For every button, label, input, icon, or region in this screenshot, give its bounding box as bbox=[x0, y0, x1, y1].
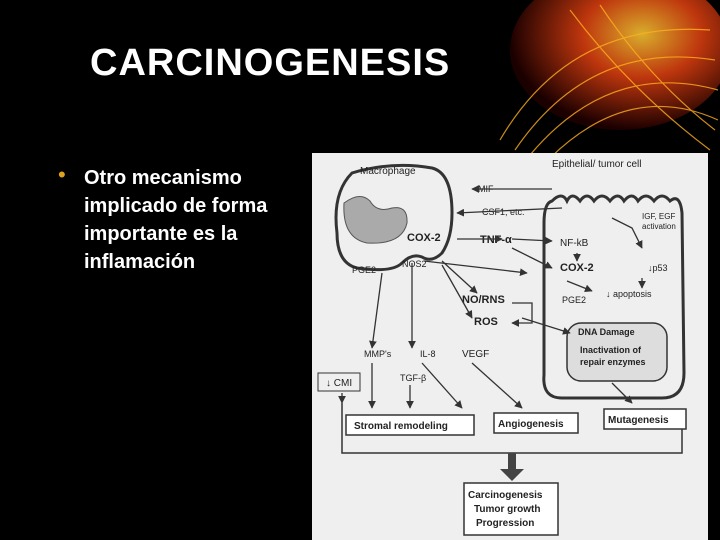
bullet-text: Otro mecanismo implicado de forma import… bbox=[84, 167, 268, 273]
label-carcinogenesis: Carcinogenesis bbox=[468, 490, 543, 501]
label-il8: IL-8 bbox=[420, 349, 436, 359]
label-angio: Angiogenesis bbox=[498, 419, 564, 430]
label-tumor-cell: Epithelial/ tumor cell bbox=[552, 159, 641, 170]
label-cox2-macrophage: COX-2 bbox=[407, 232, 441, 244]
bullet-icon: • bbox=[58, 162, 66, 187]
label-ros: ROS bbox=[474, 316, 498, 328]
label-igf: IGF, EGF bbox=[642, 212, 675, 221]
label-cmi: ↓ CMI bbox=[326, 378, 352, 389]
label-csf1: CSF1, etc. bbox=[482, 207, 525, 217]
label-vegf: VEGF bbox=[462, 349, 489, 360]
label-progression: Progression bbox=[476, 518, 534, 529]
label-tnf: TNF-α bbox=[480, 234, 512, 246]
label-tgfb: TGF-β bbox=[400, 373, 426, 383]
diagram-arrows bbox=[338, 185, 646, 409]
label-dna-damage: DNA Damage bbox=[578, 327, 635, 337]
slide-title: CARCINOGENESIS bbox=[90, 42, 451, 84]
angio-box bbox=[493, 412, 579, 434]
label-muta: Mutagenesis bbox=[608, 415, 669, 426]
label-inactivation: Inactivation of bbox=[580, 345, 642, 355]
label-p53: ↓p53 bbox=[648, 263, 668, 273]
decorative-swirl bbox=[499, 0, 720, 159]
label-norns: NO/RNS bbox=[462, 294, 505, 306]
cmi-box bbox=[317, 372, 361, 392]
label-tumor-growth: Tumor growth bbox=[474, 504, 540, 515]
down-arrow bbox=[500, 453, 524, 481]
label-igf-activation: activation bbox=[642, 222, 676, 231]
label-apoptosis: ↓ apoptosis bbox=[606, 289, 652, 299]
outcome-box bbox=[463, 482, 559, 536]
label-stromal: Stromal remodeling bbox=[354, 421, 448, 432]
macrophage-cell bbox=[334, 163, 454, 272]
label-nos2: NOS2 bbox=[402, 259, 427, 269]
label-macrophage: Macrophage bbox=[360, 166, 416, 177]
stromal-box bbox=[345, 414, 475, 436]
label-mmps: MMP's bbox=[364, 349, 392, 359]
nucleus-box bbox=[566, 322, 668, 382]
label-nfkb: NF-kB bbox=[560, 238, 589, 249]
tumor-cell bbox=[542, 194, 686, 400]
inflammation-diagram: Macrophage Epithelial/ tumor cell MIF CS… bbox=[312, 153, 708, 540]
nucleus-shape bbox=[343, 196, 408, 244]
label-pge2-tumor: PGE2 bbox=[562, 295, 586, 305]
muta-box bbox=[603, 408, 687, 430]
label-repair: repair enzymes bbox=[580, 357, 646, 367]
label-pge2-macrophage: PGE2 bbox=[352, 265, 376, 275]
label-cox2-tumor: COX-2 bbox=[560, 262, 594, 274]
